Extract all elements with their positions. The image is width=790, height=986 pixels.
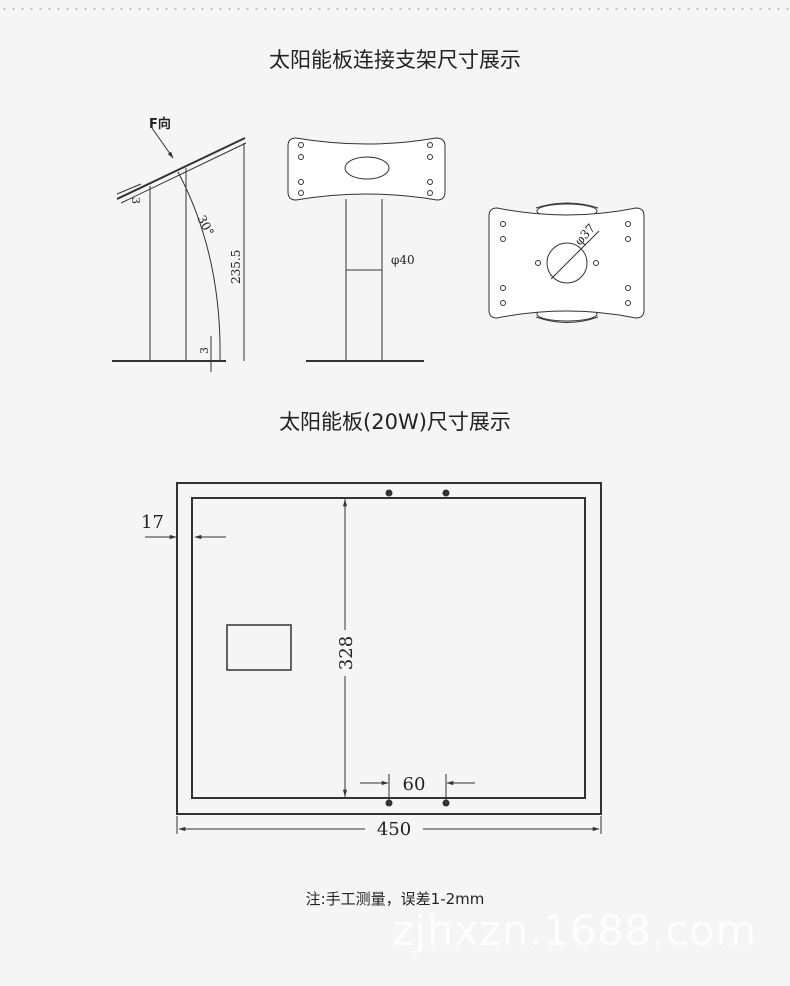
top-thickness-label: 3 xyxy=(129,197,142,204)
bottom-thickness-label: 3 xyxy=(198,347,211,354)
height-label: 235.5 xyxy=(229,250,243,284)
measurement-note: 注:手工测量，误差1-2mm xyxy=(305,890,485,908)
bracket-top-view xyxy=(488,202,645,323)
top-dotted-border xyxy=(0,8,790,10)
panel-height-label: 328 xyxy=(336,636,357,670)
angle-label: 30° xyxy=(194,213,216,238)
hole-spacing-label: 60 xyxy=(403,774,426,795)
bracket-section-title: 太阳能板连接支架尺寸展示 xyxy=(269,48,521,72)
f-direction-label: F向 xyxy=(149,116,171,132)
pole-diameter-label: φ40 xyxy=(391,253,415,267)
panel-width-label: 450 xyxy=(377,819,411,840)
watermark: zjhxzn.1688.com xyxy=(392,906,757,955)
solar-panel-drawing xyxy=(145,482,602,834)
panel-section-title: 太阳能板(20W)尺寸展示 xyxy=(279,410,511,434)
frame-width-label: 17 xyxy=(141,512,164,533)
bracket-side-view xyxy=(112,127,247,372)
bracket-front-view xyxy=(287,137,446,362)
